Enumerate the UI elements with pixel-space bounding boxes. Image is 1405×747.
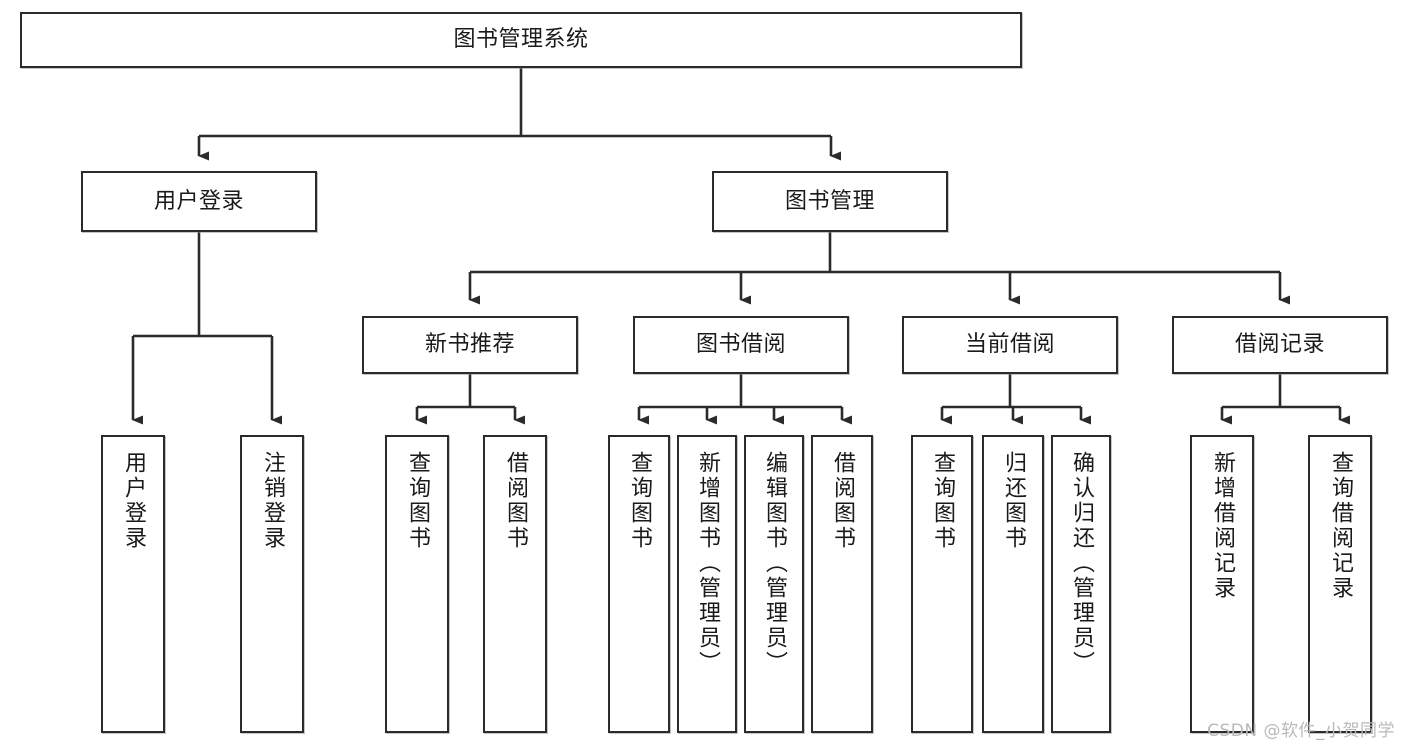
node-leaf-return-book[interactable]: 归还图书 — [982, 435, 1044, 733]
node-leaf-query-book-3[interactable]: 查询图书 — [911, 435, 973, 733]
node-leaf-query-record-label: 查询借阅记录 — [1328, 451, 1353, 601]
node-current-borrow[interactable]: 当前借阅 — [902, 316, 1118, 374]
node-leaf-query-book-2[interactable]: 查询图书 — [608, 435, 670, 733]
node-user-login-label: 用户登录 — [153, 188, 244, 214]
node-leaf-borrow-book-1[interactable]: 借阅图书 — [483, 435, 547, 733]
node-leaf-user-login-label: 用户登录 — [121, 451, 146, 551]
node-leaf-add-book[interactable]: 新增图书（管理员） — [677, 435, 737, 733]
node-leaf-borrow-book-2[interactable]: 借阅图书 — [811, 435, 873, 733]
node-leaf-logout-label: 注销登录 — [260, 451, 285, 551]
node-leaf-query-book-2-label: 查询图书 — [627, 451, 652, 551]
node-leaf-query-book-1-label: 查询图书 — [405, 451, 430, 551]
node-leaf-borrow-book-1-label: 借阅图书 — [503, 451, 528, 551]
node-leaf-add-record-label: 新增借阅记录 — [1210, 451, 1235, 601]
node-leaf-add-record[interactable]: 新增借阅记录 — [1190, 435, 1254, 733]
node-book-borrow-label: 图书借阅 — [695, 332, 786, 358]
node-borrow-record-label: 借阅记录 — [1234, 332, 1325, 358]
node-book-management[interactable]: 图书管理 — [712, 171, 948, 232]
node-leaf-add-book-label: 新增图书（管理员） — [695, 451, 720, 676]
node-leaf-borrow-book-2-label: 借阅图书 — [830, 451, 855, 551]
node-leaf-confirm-return-label: 确认归还（管理员） — [1069, 451, 1094, 676]
node-leaf-edit-book-label: 编辑图书（管理员） — [762, 451, 787, 676]
node-leaf-return-book-label: 归还图书 — [1001, 451, 1026, 551]
node-leaf-logout[interactable]: 注销登录 — [240, 435, 304, 733]
node-book-management-label: 图书管理 — [784, 188, 875, 214]
node-current-borrow-label: 当前借阅 — [964, 332, 1055, 358]
node-leaf-query-record[interactable]: 查询借阅记录 — [1308, 435, 1372, 733]
node-leaf-confirm-return[interactable]: 确认归还（管理员） — [1051, 435, 1111, 733]
node-user-login[interactable]: 用户登录 — [81, 171, 317, 232]
node-root[interactable]: 图书管理系统 — [20, 12, 1022, 68]
node-root-label: 图书管理系统 — [453, 27, 589, 53]
node-leaf-edit-book[interactable]: 编辑图书（管理员） — [744, 435, 804, 733]
node-new-book-recommend[interactable]: 新书推荐 — [362, 316, 578, 374]
node-leaf-user-login[interactable]: 用户登录 — [101, 435, 165, 733]
node-new-book-recommend-label: 新书推荐 — [424, 332, 515, 358]
node-leaf-query-book-1[interactable]: 查询图书 — [385, 435, 449, 733]
node-leaf-query-book-3-label: 查询图书 — [930, 451, 955, 551]
node-borrow-record[interactable]: 借阅记录 — [1172, 316, 1388, 374]
node-book-borrow[interactable]: 图书借阅 — [633, 316, 849, 374]
